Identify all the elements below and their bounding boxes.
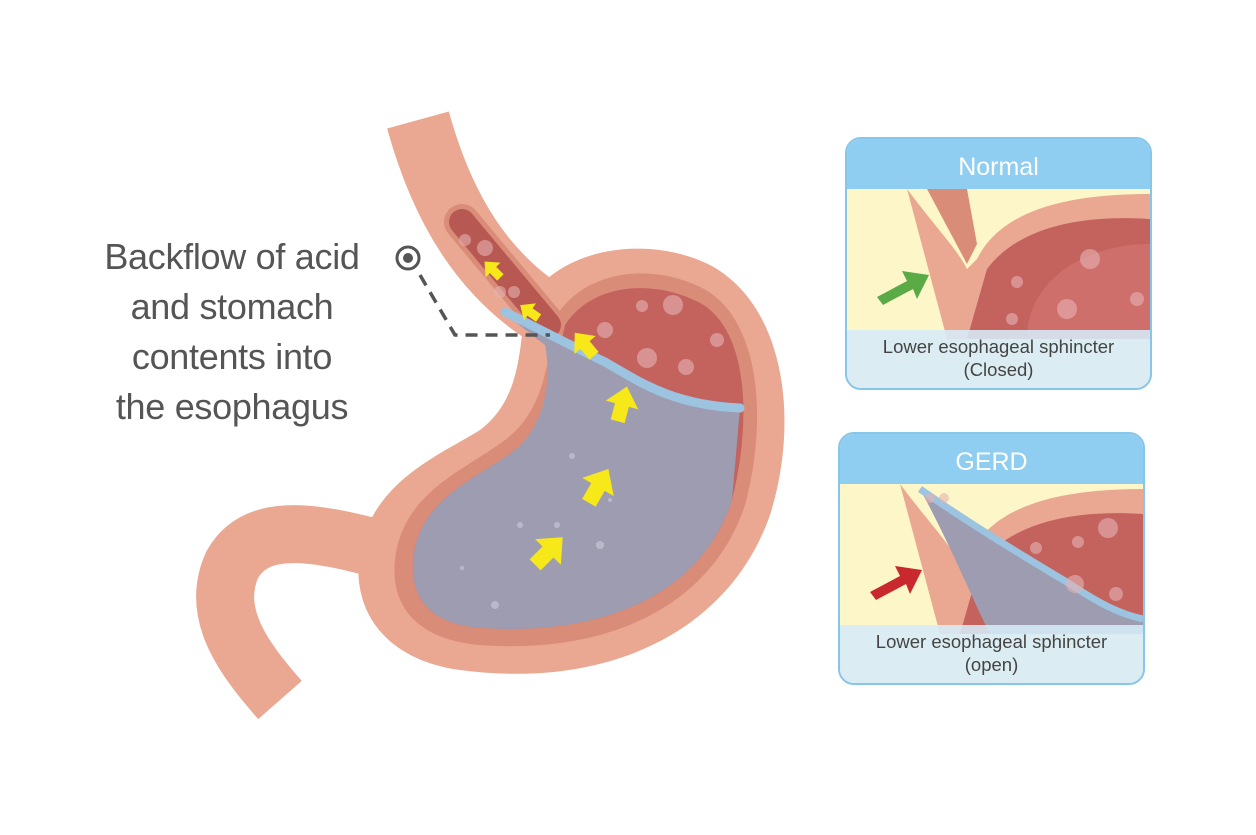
caption-line: Lower esophageal sphincter — [875, 631, 1108, 652]
pointer-pin-icon — [395, 245, 421, 271]
label-line: and stomach — [130, 286, 334, 327]
gerd-panel: GERD Lower esophageal sphincter (open) — [838, 432, 1145, 685]
duodenum — [196, 505, 428, 720]
green-arrow-icon — [877, 271, 929, 305]
label-line: the esophagus — [115, 386, 349, 427]
panel-title: Normal — [847, 139, 1150, 189]
closed-sphincter-illustration — [877, 189, 1150, 339]
bubbles — [459, 234, 724, 375]
panel-title: GERD — [840, 434, 1143, 484]
normal-panel: Normal Lower esophageal sphincter (Close… — [845, 137, 1152, 390]
label-line: contents into — [131, 336, 333, 377]
panel-caption: Lower esophageal sphincter (Closed) — [847, 330, 1150, 388]
leader-line — [418, 274, 550, 337]
acid-surface — [500, 307, 745, 413]
red-arrow-icon — [870, 566, 922, 600]
caption-line: (Closed) — [963, 359, 1034, 380]
panel-caption: Lower esophageal sphincter (open) — [840, 625, 1143, 683]
caption-line: Lower esophageal sphincter — [882, 336, 1115, 357]
acid-liquid — [412, 310, 740, 629]
open-sphincter-illustration — [870, 484, 1143, 634]
caption-line: (open) — [964, 654, 1019, 675]
label-line: Backflow of acid — [104, 236, 360, 277]
